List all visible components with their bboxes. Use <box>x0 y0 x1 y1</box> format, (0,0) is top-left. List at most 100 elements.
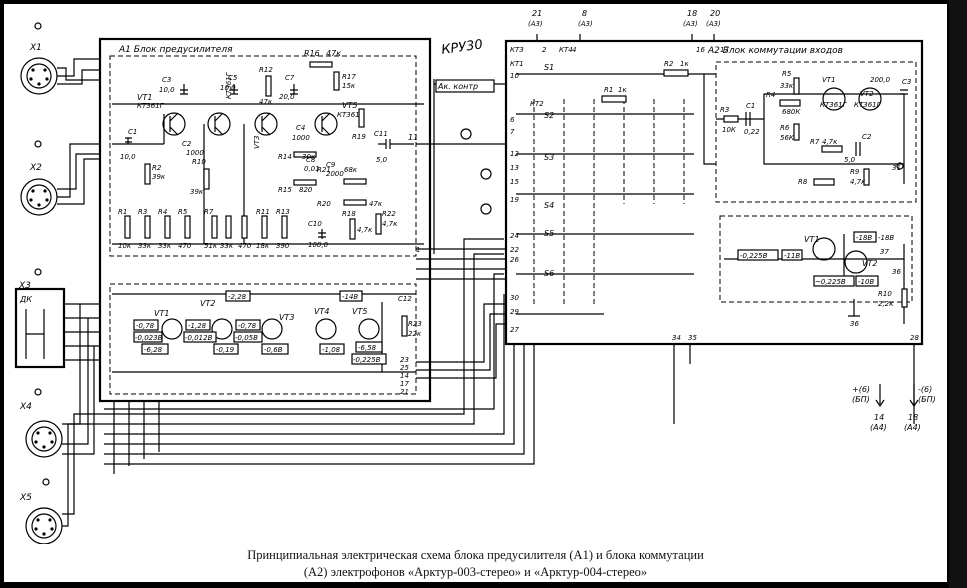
a1-r12-value: 47к <box>259 98 273 106</box>
a1-c2-label: C2 <box>182 140 192 148</box>
block-a1-label: A1 Блок предусилителя <box>118 45 233 55</box>
a1-lower-v5: -0,78 <box>238 322 257 330</box>
a1-amp-circuit: VT1 КТ361Г КТ361Г VT3 VT5 КТ361Г R1 10к … <box>112 49 424 250</box>
a2-r7-value: 4,7к <box>822 138 838 146</box>
figure-caption: Принципиальная электрическая схема блока… <box>4 547 947 581</box>
top-terminal-n2: 2 <box>542 46 547 54</box>
a1-r23-label: R23 <box>408 320 422 328</box>
a1-lower-v9: -0,19 <box>216 346 235 354</box>
top-terminal-n16: 16 <box>696 46 705 54</box>
a2-r2-value: 1к <box>680 60 689 68</box>
a1-r13-value: 390 <box>276 242 290 250</box>
a1-c5-label: C5 <box>228 74 238 82</box>
a1-c4-value: 1000 <box>292 134 310 142</box>
top-terminals: 21 (A3) 8 (A3) 18 (A3) 20 (A3) 2 4 16 17 <box>528 9 729 54</box>
a2-lower-subframe <box>719 215 913 303</box>
a1-r23-value: 22к <box>408 330 422 338</box>
a1-r10-value: 39к <box>190 188 204 196</box>
a2-lower-v5: -18В <box>878 234 894 242</box>
top-terminal-21-sub: (A3) <box>528 20 543 28</box>
a1-c1-value: 10,0 <box>120 153 136 161</box>
a2-r1-value: 1к <box>618 86 627 94</box>
a1-c11-label: C11 <box>374 130 388 138</box>
a2-terminal-28: 28 <box>910 334 919 342</box>
connector-x3: X3 ДК <box>14 268 66 369</box>
a1-lower-circuit: VT1 VT2 VT3 VT4 VT5 -0,78 -0,023В -1,28 … <box>112 290 422 396</box>
a1-c10-label: C10 <box>308 220 322 228</box>
a2-s2-label: S2 <box>544 111 554 120</box>
a1-r2-label: R2 <box>152 164 162 172</box>
a1-r15-value: 820 <box>299 186 313 194</box>
a2-lower-v2: -11В <box>784 252 800 260</box>
window-edge <box>949 0 967 588</box>
a2-vt2-type: КТ361Г <box>854 101 882 109</box>
caption-line-1: Принципиальная электрическая схема блока… <box>247 548 704 562</box>
a2-c2-label: C2 <box>862 133 872 141</box>
a2-r8-label: R8 <box>798 178 808 186</box>
a1-r14-label: R14 <box>278 153 292 161</box>
a1-r4-value: 33к <box>158 242 172 250</box>
a1-r4-label: R4 <box>158 208 167 216</box>
a2-terminal-n10: 10 <box>510 72 519 80</box>
a2-r5-value: 33к <box>780 82 794 90</box>
a2-s4-label: S4 <box>544 201 554 210</box>
a1-r22-value: 4,7к <box>382 220 398 228</box>
a1-c4-label: C4 <box>296 124 305 132</box>
a1-r1-label: R1 <box>118 208 127 216</box>
a1-r10-label: R10 <box>192 158 206 166</box>
power-minus-a4-sub: (A4) <box>904 423 921 432</box>
a2-s6-label: S6 <box>544 269 554 278</box>
a2-r4-value: 680К <box>782 108 801 116</box>
a2-kt4-label: КТ4 <box>559 46 573 54</box>
top-terminal-18-sub: (A3) <box>683 20 698 28</box>
a1-r14-value: 30к <box>302 153 316 161</box>
power-plus-a4: 14 <box>874 413 884 422</box>
a1-c3-value: 10,0 <box>159 86 175 94</box>
a1-c10-value: 100,0 <box>308 241 329 249</box>
a2-r10-value: 2,2к <box>878 300 894 308</box>
a2-c1-label: C1 <box>746 102 755 110</box>
a2-r9-value: 4,7к <box>850 178 866 186</box>
a1-r20-value: 47к <box>369 200 383 208</box>
a2-terminal-n7: 7 <box>510 128 515 136</box>
a1-terminal-1: 1 <box>416 246 420 254</box>
connector-x4-label: X4 <box>19 402 32 412</box>
a2-terminal-n29: 29 <box>510 308 519 316</box>
a2-lower-vt1: VT1 <box>804 235 819 244</box>
a1-r16-label: R16 <box>304 49 320 58</box>
a1-vt1-label: VT1 <box>137 93 152 102</box>
a2-r9-label: R9 <box>850 168 860 176</box>
a1-r16-value: 47к <box>326 49 341 58</box>
a2-lower-v4: ~0,225В <box>815 278 846 286</box>
schematic-sheet: A1 Блок предусилителя A2 Блок коммутации… <box>4 4 947 582</box>
a1-r18-label: R18 <box>342 210 356 218</box>
a2-terminal-36: 36 <box>892 268 901 276</box>
a1-r17-label: R17 <box>342 73 356 81</box>
a1-r15-label: R15 <box>278 186 292 194</box>
a1-lower-v1: -0,78 <box>136 322 155 330</box>
a2-vt2-label: VT2 <box>860 90 874 98</box>
a1-lower-v14: -0,225В <box>353 356 381 364</box>
a1-lower-subframe <box>109 283 417 395</box>
caption-line-2: (A2) электрофонов «Арктур-003-стерео» и … <box>303 565 648 579</box>
a2-vt1-type: КТ361Г <box>820 101 848 109</box>
a1-r3-value: 33к <box>138 242 152 250</box>
top-terminal-n17: 17 <box>720 46 729 54</box>
a1-c9-label: C9 <box>326 161 336 169</box>
power-leads: +(6) (БП) 14 (A4) -(6) (БП) 18 (A4) <box>673 344 936 432</box>
power-minus: -(6) <box>918 385 932 394</box>
a2-terminal-31: 31 <box>892 164 901 172</box>
connector-wiring <box>57 58 535 527</box>
a1-lower-vt4: VT4 <box>314 307 329 316</box>
a2-terminal-n13: 13 <box>510 164 519 172</box>
a1-r22-label: R22 <box>382 210 396 218</box>
a2-terminal-n15: 15 <box>510 178 519 186</box>
a1-lower-vt3: VT3 <box>279 313 294 322</box>
power-plus-sub: (БП) <box>852 395 870 404</box>
a1-r5-label: R5 <box>178 208 188 216</box>
a1-lower-v11: -14В <box>342 293 358 301</box>
a1-terminal-11: 11 <box>408 133 418 142</box>
a2-amp-subframe <box>715 61 917 203</box>
a1-r5-value: 470 <box>178 242 192 250</box>
a2-r3-value: 10К <box>722 126 737 134</box>
